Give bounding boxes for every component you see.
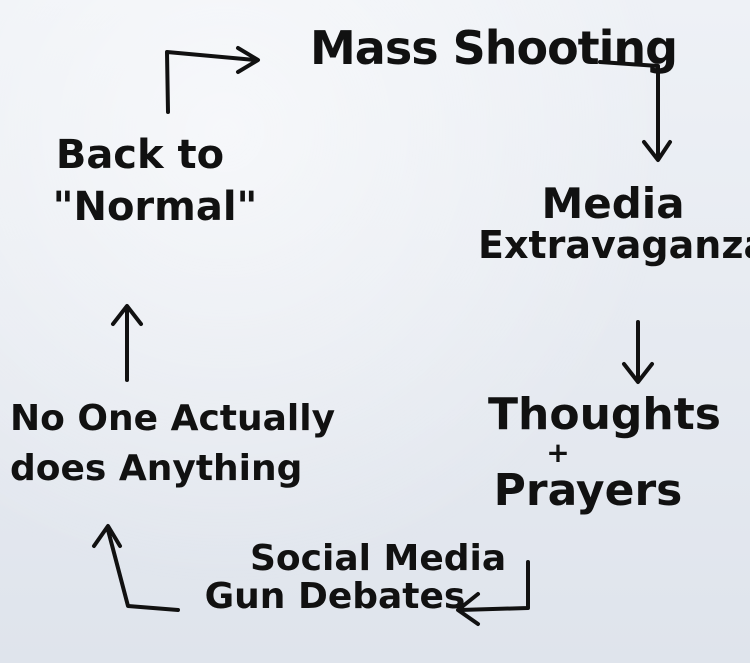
arrow-prayers-to-gun-debates (456, 560, 530, 626)
arrow-back-to-normal-to-mass-shooting (165, 46, 260, 114)
node-thoughts-prayers-line-3: Prayers (493, 464, 683, 516)
node-thoughts-prayers: Thoughts + Prayers (488, 389, 721, 516)
node-media-extravaganza: Media Extravaganza (478, 179, 750, 268)
node-social-media-gun-debates: Social Media Gun Debates (190, 538, 507, 617)
node-no-one-actually-does-anything-line-2: does Anything (10, 447, 303, 489)
arrow-mass-shooting-to-media (598, 60, 672, 162)
node-mass-shooting-line-1: Mass Shooting (310, 21, 678, 75)
node-back-to-normal-line-1: Back to (55, 132, 225, 178)
node-media-extravaganza-line-2: Extravaganza (478, 223, 750, 268)
node-thoughts-prayers-line-1: Thoughts (488, 389, 721, 440)
node-back-to-normal-line-2: "Normal" (52, 184, 258, 230)
node-media-extravaganza-line-1: Media (541, 179, 685, 228)
arrow-gun-debates-to-does-anything (92, 524, 180, 612)
arrow-media-to-thoughts (622, 320, 654, 384)
node-mass-shooting: Mass Shooting (310, 21, 678, 75)
node-social-media-gun-debates-line-2: Gun Debates (204, 575, 466, 617)
arrow-no-one-to-back-to-normal (111, 304, 143, 382)
node-social-media-gun-debates-line-1: Social Media (250, 538, 507, 579)
node-thoughts-prayers-line-2: + (546, 436, 570, 470)
node-back-to-normal: Back to "Normal" (30, 134, 280, 228)
node-no-one-actually-does-anything-line-1: No One Actually (10, 398, 336, 439)
node-no-one-actually-does-anything: No One Actually does Anything (10, 400, 335, 488)
